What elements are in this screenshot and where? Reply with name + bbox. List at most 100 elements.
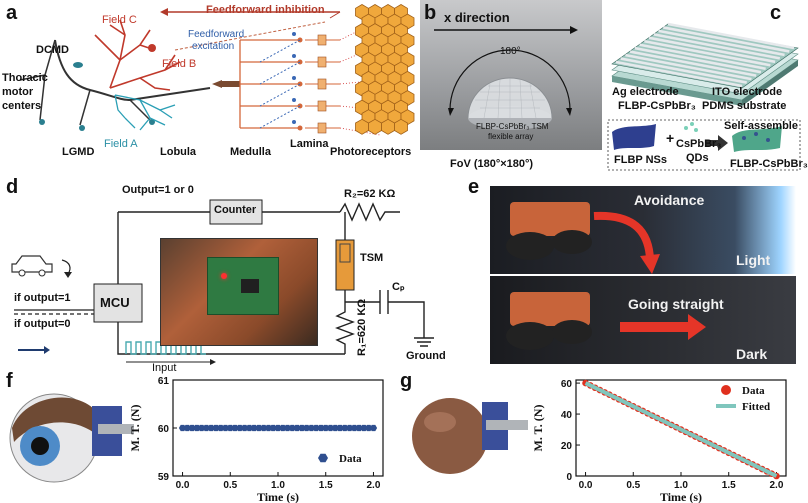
data-point (193, 424, 201, 432)
ag-electrode-stripe (625, 53, 752, 81)
x-tick-label: 0.0 (176, 480, 190, 491)
y-tick-label: 20 (561, 441, 573, 452)
data-point (355, 424, 363, 432)
label-thoracic-1: Thoracic (2, 72, 48, 84)
label-lamina: Lamina (290, 138, 329, 150)
x-tick-label: 1.5 (319, 480, 333, 491)
label-r2: R₂=62 KΩ (344, 188, 396, 200)
label-array-2: flexible array (488, 132, 534, 141)
data-point (317, 424, 325, 432)
data-point (341, 424, 349, 432)
panel-label-g: g (400, 370, 413, 392)
panel-e: e Avoidance Light Going straight Dark (460, 176, 800, 368)
robot-illustration (506, 202, 706, 350)
label-ground: Ground (406, 350, 446, 362)
x-tick-label: 2.0 (367, 480, 381, 491)
panel-c: c Ag electrode ITO electrode FLBP-CsPbBr… (602, 0, 808, 175)
label-feedforward-excitation-2: excitation (192, 41, 235, 52)
ag-electrode-stripe (667, 22, 795, 50)
label-cp: Cₚ (392, 281, 405, 293)
data-point (231, 424, 239, 432)
label-array-1: FLBP-CsPbBr₃ TSM (476, 122, 549, 131)
data-point (365, 424, 373, 432)
x-tick-label: 0.5 (223, 480, 237, 491)
label-angle: 180° (500, 46, 521, 57)
data-point (245, 424, 253, 432)
photoreceptor-cell (394, 118, 408, 135)
data-point (212, 424, 220, 432)
legend-swatch (721, 385, 731, 395)
panel-label-e: e (468, 176, 480, 198)
x-axis-label: Time (s) (257, 490, 299, 503)
label-tsm: TSM (360, 252, 384, 264)
ag-electrode-stripe (629, 50, 757, 77)
x-tick-label: 0.5 (626, 480, 640, 491)
label-going-straight: Going straight (628, 296, 724, 312)
circuit-board-photo (160, 238, 318, 346)
legend-swatch (318, 453, 328, 463)
label-ag-electrode: Ag electrode (612, 86, 679, 98)
label-lgmd: LGMD (62, 146, 95, 158)
data-point (264, 424, 273, 432)
tsm-dome-illustration (434, 26, 578, 130)
label-r1: R₁=620 KΩ (356, 298, 368, 356)
y-axis-label: M. T. (N) (531, 405, 545, 452)
y-tick-label: 60 (561, 379, 573, 390)
data-point (255, 424, 263, 432)
label-feedforward-excitation-1: Feedforward (188, 29, 245, 40)
y-axis-label: M. T. (N) (128, 405, 142, 452)
data-point (260, 424, 268, 432)
series-line-fitted (584, 381, 778, 478)
y-tick-label: 61 (158, 376, 170, 387)
panel-d: d Output=1 or 0 Counter R₂=62 KΩ TSM Cₚ … (0, 176, 460, 374)
label-mcu: MCU (100, 295, 130, 310)
eyeball-illustration (9, 393, 134, 483)
label-if-output-0: if output=0 (14, 318, 71, 330)
panel-b: b x direction 180° FLBP-CsPbBr₃ TSM flex… (420, 0, 602, 175)
label-cspbbr3-1: CsPbBr₃ (676, 138, 722, 150)
data-point (221, 424, 230, 432)
data-point (207, 424, 215, 432)
circuit-diagram (11, 199, 434, 365)
photoreceptors-honeycomb (355, 4, 415, 135)
sphere-illustration (412, 398, 528, 474)
ag-electrode-stripe (615, 60, 743, 88)
data-point (279, 424, 287, 432)
label-if-output-1: if output=1 (14, 292, 71, 304)
x-tick-label: 1.0 (674, 480, 688, 491)
label-input: Input (152, 362, 177, 374)
label-x-direction: x direction (444, 10, 510, 25)
panel-label-c: c (770, 2, 782, 24)
ag-electrode-stripe (653, 33, 781, 60)
data-point (326, 424, 335, 432)
panel-label-b: b (424, 2, 437, 24)
data-point (303, 424, 311, 432)
data-point (269, 424, 277, 432)
label-flbp-nss: FLBP NSs (614, 154, 667, 166)
y-tick-label: 60 (158, 424, 170, 435)
data-point (250, 424, 258, 432)
data-point (369, 424, 378, 432)
data-point (226, 424, 234, 432)
data-point (288, 424, 296, 432)
label-self-assemble: Self-assemble (724, 120, 798, 132)
data-point (202, 424, 210, 432)
ag-electrode-stripe (663, 26, 790, 53)
x-axis-label: Time (s) (660, 490, 702, 503)
ag-electrode-stripe (644, 39, 771, 67)
data-point (274, 424, 282, 432)
label-dark: Dark (736, 346, 768, 362)
data-point (322, 424, 330, 432)
data-point (178, 424, 187, 432)
x-tick-label: 2.0 (770, 480, 784, 491)
photoreceptor-cell (355, 118, 369, 135)
legend-label: Data (339, 453, 362, 465)
label-flbp-cspbbr3: FLBP-CsPbBr₃ (618, 100, 696, 112)
data-point (350, 424, 358, 432)
photoreceptor-cell (381, 118, 395, 135)
label-plus: + (666, 130, 675, 146)
y-tick-label: 59 (158, 472, 170, 483)
label-thoracic-3: centers (2, 100, 42, 112)
label-output: Output=1 or 0 (122, 184, 194, 196)
